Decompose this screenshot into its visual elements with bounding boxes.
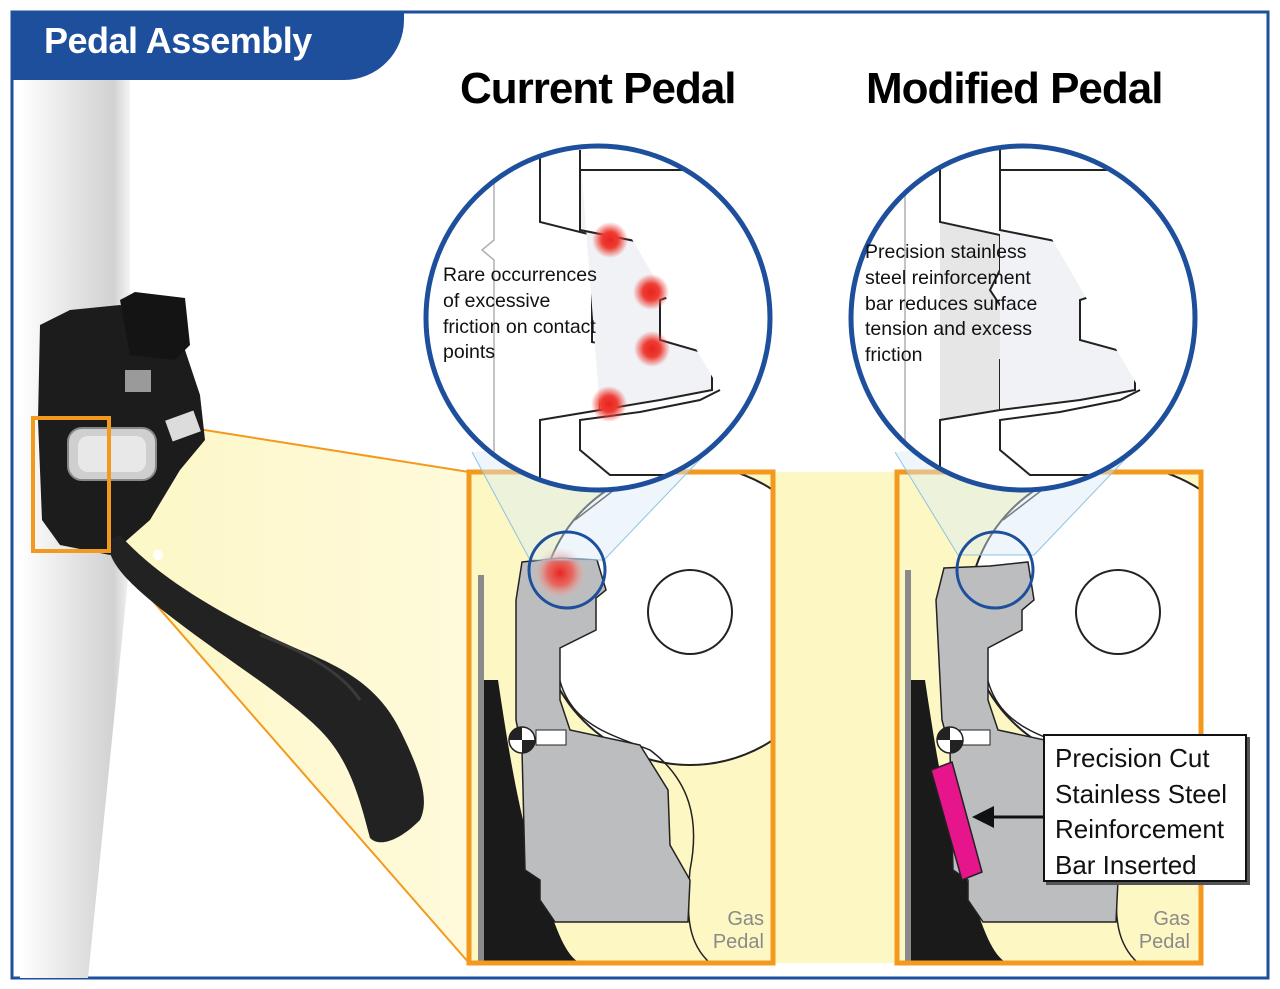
reinforcement-label-box bbox=[1043, 734, 1247, 882]
modified-friction-callout: Precision stainless steel reinforcement … bbox=[865, 241, 1038, 367]
current-pedal-title: Current Pedal bbox=[460, 64, 737, 113]
title-tab bbox=[12, 12, 404, 80]
gas-pedal-caption-current: Gas Pedal bbox=[712, 908, 764, 953]
modified-pedal-title: Modified Pedal bbox=[866, 64, 1163, 113]
gas-pedal-photo bbox=[38, 292, 424, 843]
current-friction-callout: Rare occurrences of excessive friction o… bbox=[443, 264, 597, 364]
gas-pedal-caption-modified: Gas Pedal bbox=[1138, 908, 1190, 953]
page-title: Pedal Assembly bbox=[44, 20, 312, 61]
reinforcement-bar-label: Precision Cut Stainless Steel Reinforcem… bbox=[1055, 743, 1227, 880]
